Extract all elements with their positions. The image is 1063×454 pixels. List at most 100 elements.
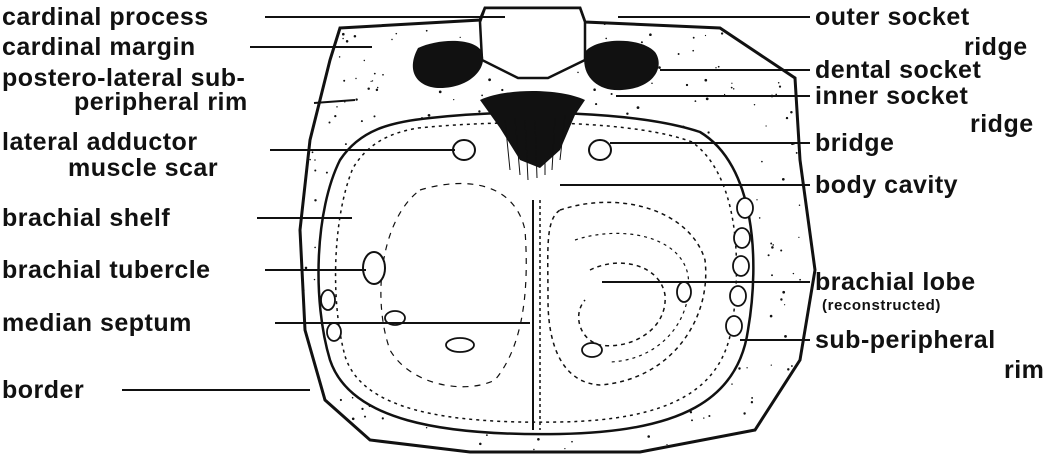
stipple-dot (342, 33, 345, 36)
stipple-dot (488, 78, 491, 81)
stipple-dot (779, 86, 781, 88)
stipple-dot (312, 74, 314, 76)
stipple-dot (775, 94, 777, 96)
stipple-dot (703, 417, 704, 418)
stipple-dot (426, 427, 427, 428)
stipple-dot (778, 434, 779, 435)
stipple-dot (692, 18, 694, 20)
stipple-dot (778, 82, 780, 84)
stipple-dot (784, 335, 787, 338)
stipple-dot (314, 279, 315, 280)
stipple-dot (300, 98, 302, 100)
stipple-dot (785, 440, 787, 442)
stipple-dot (325, 425, 328, 428)
stipple-dot (770, 243, 772, 245)
stipple-dot (733, 88, 734, 89)
stipple-dot (326, 172, 328, 174)
label-median-septum: median septum (2, 311, 192, 336)
stipple-dot (314, 159, 316, 161)
stipple-dot (816, 385, 818, 387)
stipple-dot (564, 448, 565, 449)
stipple-dot (343, 80, 345, 82)
stipple-dot (382, 417, 384, 419)
stipple-dot (765, 125, 766, 126)
stipple-dot (782, 178, 785, 181)
stipple-dot (760, 430, 762, 432)
stipple-dot (715, 67, 716, 68)
stipple-dot (478, 110, 480, 112)
stipple-dot (391, 39, 392, 40)
stipple-dot (373, 115, 375, 117)
stipple-dot (311, 378, 313, 380)
stipple-dot (301, 443, 303, 445)
stipple-dot (787, 368, 789, 370)
stipple-dot (707, 131, 709, 133)
stipple-dot (775, 59, 777, 61)
stipple-dot (386, 8, 389, 11)
stipple-dot (738, 367, 740, 369)
stipple-dot (428, 114, 431, 117)
stipple-dot (318, 22, 321, 25)
stipple-dot (799, 204, 800, 205)
stipple-dot (447, 7, 449, 9)
stipple-dot (801, 363, 804, 366)
stipple-dot (372, 80, 373, 81)
stipple-dot (804, 389, 805, 390)
stipple-dot (626, 112, 628, 114)
stipple-dot (743, 412, 745, 414)
stipple-dot (571, 441, 573, 443)
stipple-dot (815, 424, 817, 426)
stipple-dot (791, 365, 793, 367)
stipple-dot (352, 418, 355, 421)
stipple-dot (647, 435, 650, 438)
stipple-dot (486, 434, 488, 436)
stipple-dot (761, 161, 763, 163)
stipple-dot (537, 438, 540, 441)
stipple-dot (785, 386, 788, 389)
label-outer-socket-1: outer socket (815, 5, 970, 30)
label-sub-peripheral-2: rim (1004, 358, 1044, 383)
stipple-dot (346, 40, 349, 43)
stipple-dot (772, 244, 774, 246)
stipple-dot (802, 420, 805, 423)
stipple-dot (501, 89, 503, 91)
label-lateral-adductor-2: muscle scar (68, 156, 218, 181)
stipple-dot (300, 194, 302, 196)
stipple-dot (780, 249, 782, 251)
stipple-dot (705, 35, 706, 36)
label-border: border (2, 378, 84, 403)
stipple-dot (355, 98, 357, 100)
stipple-dot (426, 30, 428, 32)
label-brachial-lobe: brachial lobe (815, 270, 976, 295)
stipple-dot (355, 78, 356, 79)
stipple-dot (691, 419, 693, 421)
stipple-dot (368, 13, 370, 15)
stipple-dot (310, 447, 312, 449)
stipple-dot (453, 99, 454, 100)
stipple-dot (354, 14, 355, 15)
label-cardinal-process: cardinal process (2, 5, 209, 30)
stipple-dot (783, 22, 786, 25)
stipple-dot (604, 23, 606, 25)
stipple-dot (741, 21, 742, 22)
stipple-dot (803, 77, 805, 79)
stipple-dot (731, 383, 732, 384)
stipple-dot (345, 143, 347, 145)
stipple-dot (782, 291, 785, 294)
stipple-dot (342, 38, 344, 40)
stipple-dot (354, 35, 357, 38)
stipple-dot (479, 443, 482, 446)
stipple-dot (709, 449, 710, 450)
stipple-dot (594, 16, 596, 18)
stipple-dot (641, 41, 643, 43)
stipple-dot (784, 304, 785, 305)
lateral-adductor-scar-right (589, 140, 611, 160)
label-lateral-adductor-1: lateral adductor (2, 130, 198, 155)
stipple-dot (460, 37, 461, 38)
stipple-dot (800, 112, 803, 115)
brachial-tubercle-right (677, 282, 691, 302)
stipple-dot (793, 8, 795, 10)
stipple-dot (339, 56, 341, 58)
label-brachial-tubercle: brachial tubercle (2, 258, 211, 283)
